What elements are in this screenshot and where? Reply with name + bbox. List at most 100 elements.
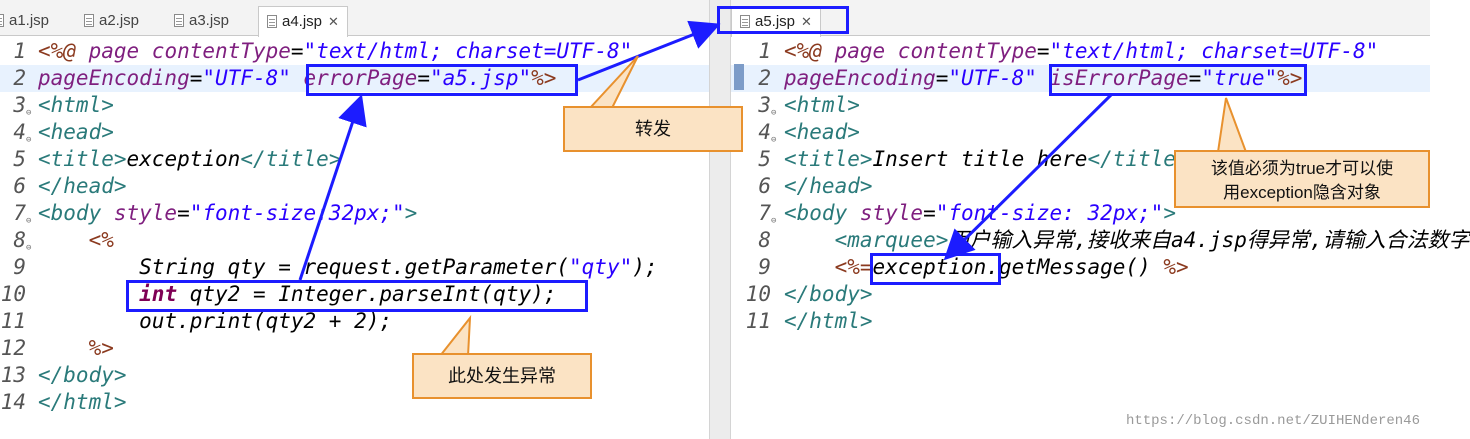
tab-a2[interactable]: a2.jsp (84, 8, 139, 34)
code-text: </html> (784, 308, 873, 335)
code-line[interactable]: 1<%@ page contentType="text/html; charse… (0, 38, 709, 65)
callout-pointer-exception (437, 314, 472, 357)
code-token: <title> (784, 147, 873, 171)
code-text: </head> (784, 173, 873, 200)
change-marker (734, 64, 744, 90)
code-token: %> (38, 336, 114, 360)
code-line[interactable]: 6</head> (0, 173, 709, 200)
fold-toggle-icon[interactable]: ⊖ (771, 216, 777, 226)
code-line[interactable]: 6 </head> (731, 173, 1430, 200)
code-token: </body> (38, 363, 127, 387)
code-text: <head> (38, 119, 114, 146)
code-text: String qty = request.getParameter("qty")… (38, 254, 658, 281)
close-icon[interactable]: ✕ (801, 14, 812, 29)
line-number: 13 (0, 363, 26, 387)
code-token: > (1163, 201, 1176, 225)
code-token: <title> (38, 147, 127, 171)
code-token: <body (38, 201, 114, 225)
code-text: <body style="font-size: 32px;"> (784, 200, 1176, 227)
line-number: 2 (13, 66, 26, 90)
close-icon[interactable]: ✕ (328, 14, 339, 29)
callout-must-true: 该值必须为true才可以使 用exception隐含对象 (1174, 150, 1430, 208)
code-line[interactable]: 4⊖ <head> (0, 119, 709, 146)
code-line[interactable]: 11</html> (731, 308, 1430, 335)
code-line[interactable]: 9 <%=exception.getMessage() %> (731, 254, 1430, 281)
code-token: exception.getMessage() (872, 255, 1164, 279)
code-line[interactable]: 1<%@ page contentType="text/html; charse… (731, 38, 1430, 65)
code-token: = (189, 66, 203, 90)
line-number: 3 (758, 93, 771, 117)
code-line[interactable]: 5<title>Insert title here</title> (731, 146, 1430, 173)
code-token: "text/html; charset=UTF-8" (303, 39, 633, 63)
fold-toggle-icon[interactable]: ⊖ (26, 243, 32, 253)
line-number: 10 (0, 282, 26, 306)
a5-tab-highlight-box (717, 6, 849, 34)
code-token: "text/html; charset=UTF-8" (1049, 39, 1379, 63)
fold-toggle-icon[interactable]: ⊖ (26, 216, 32, 226)
code-line[interactable]: 3⊖<html> (0, 92, 709, 119)
code-line[interactable]: 7⊖<body style="font-size:32px;"> (0, 200, 709, 227)
code-line[interactable]: 3⊖ <html> (731, 92, 1430, 119)
fold-toggle-icon[interactable]: ⊖ (771, 135, 777, 145)
code-token: int (139, 282, 178, 306)
code-line[interactable]: 8 <marquee>用户输入异常,接收来自a4.jsp得异常,请输入合法数字 (731, 227, 1469, 254)
line-number: 8 (758, 228, 771, 252)
tab-a1[interactable]: a1.jsp (0, 8, 49, 34)
errorpage-highlight-box (306, 64, 578, 96)
code-line[interactable]: 4⊖ <head> (731, 119, 1430, 146)
code-token: = (1036, 39, 1050, 63)
code-line[interactable]: 10 </body> (731, 281, 1430, 308)
code-line[interactable]: 7⊖<body style="font-size: 32px;"> (731, 200, 1430, 227)
fold-toggle-icon[interactable]: ⊖ (771, 108, 777, 118)
fold-toggle-icon[interactable]: ⊖ (26, 135, 32, 145)
line-number: 3 (13, 93, 26, 117)
line-number: 11 (0, 309, 26, 333)
code-text: </head> (38, 173, 127, 200)
line-number: 10 (745, 282, 771, 306)
code-token: <%= (784, 255, 873, 279)
tab-a3[interactable]: a3.jsp (174, 8, 229, 34)
code-token: </body> (784, 282, 873, 306)
code-text: int qty2 = Integer.parseInt(qty); (38, 281, 556, 308)
code-text: <head> (784, 119, 860, 146)
code-line[interactable]: 5<title>exception</title> (0, 146, 709, 173)
code-token: "font-size:32px;" (189, 201, 405, 225)
callout-pointer-must-true (1216, 97, 1248, 153)
jsp-file-icon (740, 15, 750, 28)
line-number: 6 (758, 174, 771, 198)
code-text: <%@ page contentType="text/html; charset… (784, 38, 1378, 65)
code-token: page (834, 39, 898, 63)
code-text: <html> (784, 92, 860, 119)
line-number: 4 (13, 120, 26, 144)
line-number: 9 (13, 255, 26, 279)
code-line[interactable]: 10 int qty2 = Integer.parseInt(qty); (0, 281, 709, 308)
line-number: 1 (13, 39, 26, 63)
code-line[interactable]: 13 </body> (0, 362, 709, 389)
code-token: style (859, 201, 924, 225)
tab-a4[interactable]: a4.jsp✕ (258, 6, 348, 37)
code-text: pageEncoding="UTF-8" isErrorPage="true"%… (784, 65, 1302, 92)
callout-exception-here: 此处发生异常 (412, 353, 592, 399)
code-token: <%@ (784, 39, 835, 63)
code-line[interactable]: 14</html> (0, 389, 709, 416)
code-line[interactable]: 9 String qty = request.getParameter("qty… (0, 254, 709, 281)
code-text: out.print(qty2 + 2); (38, 308, 392, 335)
code-token: "UTF-8" (948, 66, 1050, 90)
code-text: </body> (38, 362, 127, 389)
code-token: contentType (151, 39, 291, 63)
fold-toggle-icon[interactable]: ⊖ (26, 108, 32, 118)
iserrorpage-arrow (943, 92, 1114, 261)
code-token: isErrorPage (1049, 66, 1189, 90)
code-token: = (417, 66, 430, 90)
code-token: out.print(qty2 + 2); (38, 309, 393, 333)
jsp-file-icon (267, 15, 277, 28)
code-token: ); (632, 255, 658, 279)
code-line[interactable]: 11 out.print(qty2 + 2); (0, 308, 709, 335)
code-token: <head> (38, 120, 114, 144)
code-line[interactable]: 8⊖ <% (0, 227, 709, 254)
line-number: 4 (758, 120, 771, 144)
line-number: 8 (13, 228, 26, 252)
code-line[interactable]: 12 %> (0, 335, 709, 362)
